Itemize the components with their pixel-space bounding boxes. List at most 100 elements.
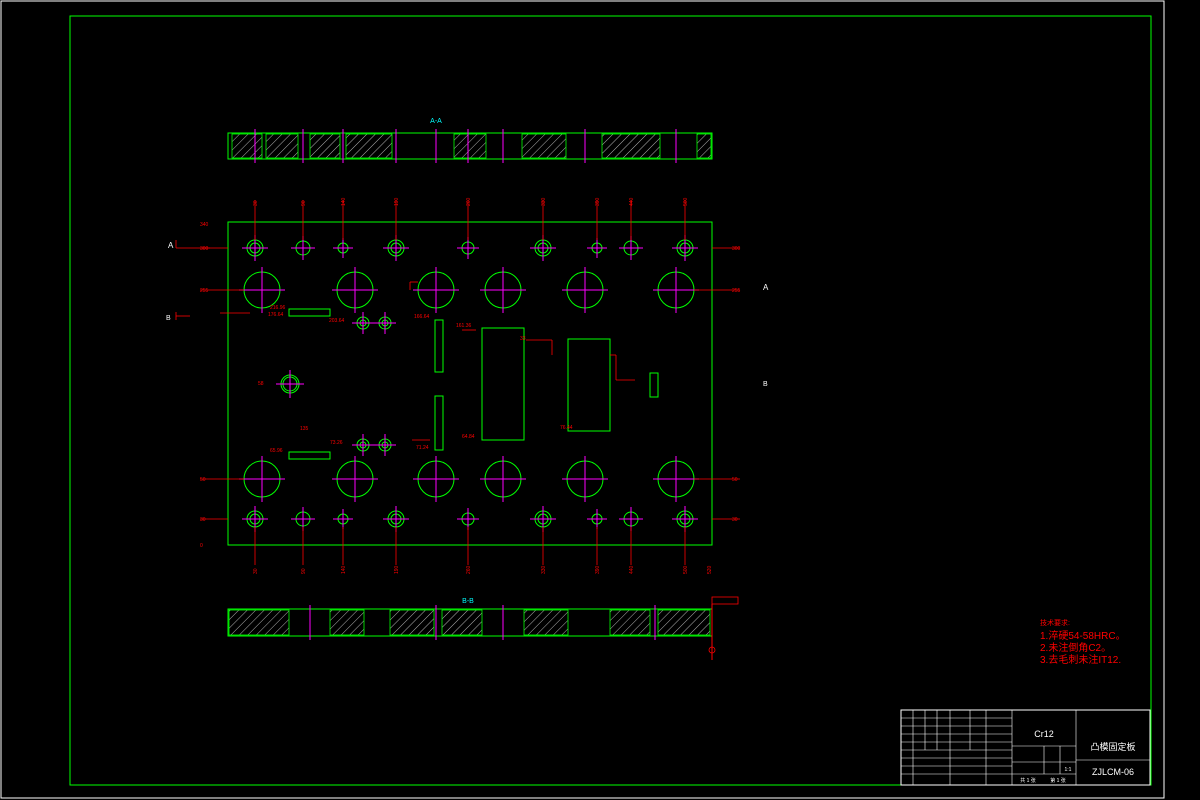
- small-hole: [457, 237, 479, 259]
- dim-text-left: 0: [200, 543, 203, 549]
- small-hole: [352, 312, 374, 334]
- sheet-inner-border: [69, 15, 1152, 786]
- dim-text-detail: 33: [520, 336, 526, 342]
- dim-text-right: 300: [732, 246, 741, 252]
- dim-text-detail: 166.64: [414, 314, 430, 320]
- tech-note-2: 2.未注倒角C2。: [1040, 641, 1111, 654]
- dim-text-detail: 203.64: [329, 318, 345, 324]
- guide-hole: [653, 267, 699, 313]
- sheet-outer-border: [0, 0, 1165, 799]
- dim-text-top: 140: [341, 197, 347, 206]
- small-hole: [587, 509, 607, 529]
- key-slot-upper: [288, 308, 331, 317]
- small-hole: [374, 312, 396, 334]
- guide-hole: [480, 267, 526, 313]
- dim-text-detail: 64.84: [462, 434, 475, 440]
- tech-notes-heading: 技术要求:: [1040, 618, 1070, 627]
- dim-text-left: 340: [200, 222, 209, 228]
- dim-text-detail: 71.24: [416, 445, 429, 451]
- dim-text-left: 50: [200, 477, 206, 483]
- title-sheet-page: 第 1 张: [1050, 777, 1066, 784]
- dim-text-left: 30: [200, 517, 206, 523]
- dim-text-detail: 65.96: [270, 448, 283, 454]
- dim-text-detail: 176.64: [268, 312, 284, 318]
- section-bb-label: B-B: [462, 598, 474, 605]
- slot-upper: [434, 319, 444, 373]
- title-drawing-number: ZJLCM-06: [1092, 767, 1134, 777]
- dim-text-top: 190: [394, 197, 400, 206]
- key-slot-lower: [288, 451, 331, 460]
- guide-hole: [239, 456, 285, 502]
- tech-note-3: 3.去毛刺未注IT12.: [1040, 653, 1121, 666]
- section-view-aa: A-A: [227, 118, 713, 163]
- punch-opening-right: [567, 338, 611, 432]
- dim-text-right: 50: [732, 477, 738, 483]
- technical-notes: 技术要求: 1.淬硬54-58HRC。 2.未注倒角C2。 3.去毛刺未注IT1…: [1040, 618, 1126, 666]
- small-hole: [374, 434, 396, 456]
- dim-text-right: 30: [732, 517, 738, 523]
- title-scale: 1:1: [1065, 767, 1072, 773]
- dim-text-top: 90: [301, 200, 307, 206]
- dim-text-top: 500: [683, 197, 689, 206]
- cut-a-left: A: [168, 241, 174, 250]
- cut-a-right: A: [763, 283, 769, 292]
- title-block: Cr12 凸模固定板 ZJLCM-06 1:1 共 1 张 第 1 张: [900, 709, 1151, 786]
- dim-text-top: 30: [253, 200, 259, 206]
- small-hole: [333, 238, 353, 258]
- dim-text-detail: 73.26: [330, 440, 343, 446]
- small-hole: [383, 235, 409, 261]
- dim-text-left: 255: [200, 288, 209, 294]
- pilot-hole: [276, 370, 304, 398]
- dim-text-bottom: 390: [595, 565, 601, 574]
- small-hole: [333, 509, 353, 529]
- dim-text-right: 255: [732, 288, 741, 294]
- small-hole: [352, 434, 374, 456]
- dim-text-detail: 58: [258, 381, 264, 387]
- slot-small: [649, 372, 659, 398]
- dim-text-bottom: 500: [683, 565, 689, 574]
- dim-text-detail: 135: [300, 426, 309, 432]
- cut-b-right: B: [763, 381, 768, 388]
- title-sheet-count: 共 1 张: [1020, 777, 1036, 784]
- dim-text-detail: 161.36: [456, 323, 472, 329]
- guide-hole: [413, 267, 459, 313]
- punch-opening-large: [481, 327, 525, 441]
- dim-text-bottom: 520: [707, 565, 713, 574]
- section-aa-outline: [227, 132, 713, 160]
- guide-hole: [332, 456, 378, 502]
- dim-text-top: 330: [541, 197, 547, 206]
- title-material: Cr12: [1034, 729, 1054, 739]
- guide-hole: [413, 456, 459, 502]
- dim-text-left: 300: [200, 246, 209, 252]
- guide-hole: [332, 267, 378, 313]
- guide-hole: [653, 456, 699, 502]
- dim-text-bottom: 90: [301, 568, 307, 574]
- dim-text-bottom: 140: [341, 565, 347, 574]
- guide-hole: [562, 456, 608, 502]
- cut-b-left: B: [166, 315, 171, 322]
- small-hole: [457, 508, 479, 530]
- dim-text-bottom: 440: [629, 565, 635, 574]
- dim-text-top: 260: [466, 197, 472, 206]
- guide-hole: [562, 267, 608, 313]
- guide-hole: [480, 456, 526, 502]
- dim-text-bottom: 190: [394, 565, 400, 574]
- dim-text-bottom: 30: [253, 568, 259, 574]
- dim-text-bottom: 330: [541, 565, 547, 574]
- holes-group: [239, 235, 699, 532]
- dim-text-top: 390: [595, 197, 601, 206]
- dim-text-detail: 76.44: [560, 425, 573, 431]
- dim-text-detail: 216.96: [270, 305, 286, 311]
- dim-text-bottom: 260: [466, 565, 472, 574]
- small-hole: [587, 238, 607, 258]
- title-part-name: 凸模固定板: [1090, 741, 1135, 752]
- plate-outline: [227, 221, 713, 546]
- tech-note-1: 1.淬硬54-58HRC。: [1040, 629, 1126, 642]
- slot-lower: [434, 395, 444, 451]
- dim-text-top: 440: [629, 197, 635, 206]
- section-aa-label: A-A: [430, 118, 442, 125]
- section-view-bb: B-B: [227, 596, 739, 660]
